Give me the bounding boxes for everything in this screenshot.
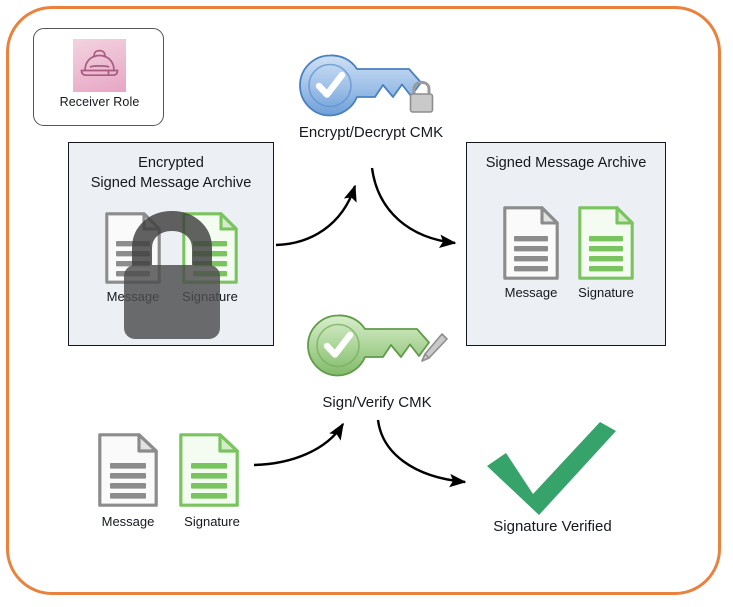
encrypted-archive-box[interactable]: Encrypted Signed Message Archive Message (68, 142, 274, 346)
signed-archive-title: Signed Message Archive (485, 155, 647, 171)
plain-message-document-icon (97, 432, 159, 508)
sign-verify-key-icon[interactable] (305, 312, 453, 378)
sign-verify-key-label: Sign/Verify CMK (322, 394, 432, 411)
signed-message-document-icon (502, 205, 560, 281)
checkmark-icon (484, 420, 619, 518)
plain-signature-document-icon (178, 432, 240, 508)
pen-badge-icon (421, 333, 448, 362)
plain-signature-caption: Signature (184, 514, 240, 529)
plain-message-caption: Message (101, 514, 155, 529)
encrypted-archive-title-line1: Encrypted (138, 155, 204, 171)
encrypted-archive-title: Encrypted Signed Message Archive (69, 153, 273, 193)
padlock-badge-icon (409, 80, 434, 113)
encrypt-decrypt-key-label: Encrypt/Decrypt CMK (298, 124, 444, 141)
encrypt-decrypt-key-icon[interactable] (297, 52, 445, 118)
role-badge-label: Receiver Role (59, 95, 140, 109)
signed-message-caption: Message (504, 285, 558, 300)
role-badge[interactable]: Receiver Role (33, 28, 164, 126)
signed-archive-box[interactable]: Signed Message Archive Message (466, 142, 666, 346)
signature-verified-label: Signature Verified (493, 518, 612, 535)
signed-signature-caption: Signature (578, 285, 634, 300)
signed-signature-document-icon (577, 205, 635, 281)
encrypted-archive-title-line2: Signed Message Archive (90, 175, 252, 191)
padlock-icon (98, 195, 246, 343)
hard-hat-icon (73, 39, 126, 92)
